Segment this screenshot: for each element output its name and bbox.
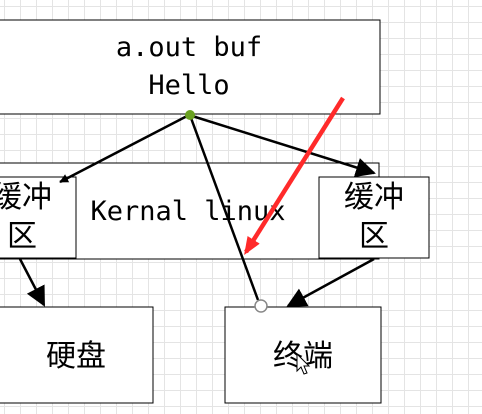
buffer-right-label-line2: 区	[359, 219, 389, 254]
aout-buf-label: a.out buf	[116, 32, 262, 63]
kernel-label: Kernal linux	[90, 196, 285, 227]
edge-aout-to-buffer-left[interactable]	[59, 113, 190, 184]
edge-aout-to-buffer-right[interactable]	[188, 113, 376, 178]
buffer-right-node[interactable]: 缓冲 区	[318, 176, 430, 259]
aout-buf-node[interactable]: a.out buf Hello	[0, 19, 381, 115]
aout-buf-content: Hello	[148, 70, 229, 101]
edge-aout-to-terminal[interactable]	[189, 117, 260, 301]
buffer-left-label-line2: 区	[7, 219, 37, 254]
connection-point-source[interactable]	[185, 110, 195, 120]
terminal-node[interactable]: 终端	[224, 306, 382, 404]
edge-buffer-left-to-disk[interactable]	[18, 258, 46, 307]
edge-buffer-right-to-terminal[interactable]	[286, 257, 375, 308]
buffer-left-node[interactable]: 缓冲 区	[0, 176, 77, 259]
buffer-left-label-line1: 缓冲	[0, 180, 52, 215]
disk-node[interactable]: 硬盘	[0, 306, 154, 404]
connection-point-target[interactable]	[254, 299, 268, 313]
mouse-pointer-icon	[296, 352, 311, 375]
annotation-arrow	[244, 96, 345, 256]
buffer-right-label-line1: 缓冲	[344, 180, 404, 215]
disk-label: 硬盘	[46, 339, 106, 374]
